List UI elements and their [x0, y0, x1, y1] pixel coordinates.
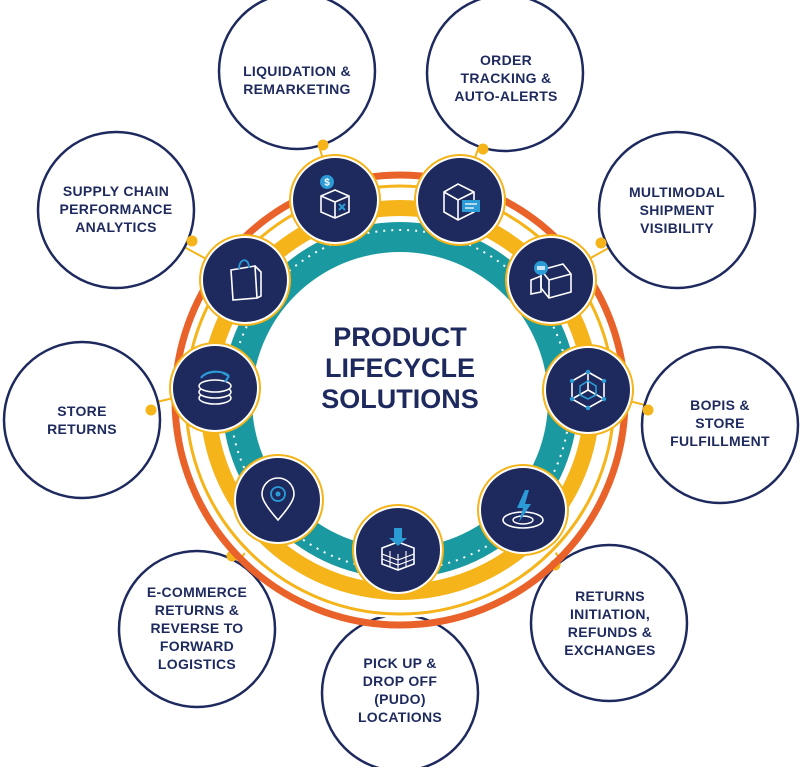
label-line: STORE — [57, 403, 107, 419]
label-line: MULTIMODAL — [628, 184, 726, 200]
outer-circle-store-returns — [2, 340, 162, 500]
solution-label-pudo: PICK UP & DROP OFF (PUDO) LOCATIONS — [358, 654, 442, 726]
label-line: (PUDO) — [374, 691, 426, 707]
label-line: LOGISTICS — [157, 656, 237, 672]
solution-label-bopis: BOPIS & STORE FULFILLMENT — [670, 396, 770, 450]
connector-dot-liquidation — [317, 139, 329, 151]
connector-dot-analytics — [186, 235, 198, 247]
label-line: STORE — [695, 415, 745, 431]
solution-label-store-returns: STORE RETURNS — [47, 402, 117, 438]
label-line: RETURNS — [47, 421, 117, 437]
icon-node-analytics — [199, 234, 291, 326]
center-title: PRODUCT LIFECYCLE SOLUTIONS — [290, 322, 510, 415]
outer-circle-analytics — [36, 130, 196, 290]
title-line-2: LIFECYCLE — [324, 353, 475, 383]
icon-node-order-tracking — [414, 154, 506, 246]
label-line: ANALYTICS — [75, 219, 157, 235]
outer-circle-multimodal — [597, 130, 757, 290]
label-line: REMARKETING — [243, 81, 351, 97]
solution-label-order-tracking: ORDER TRACKING & AUTO-ALERTS — [454, 51, 557, 105]
label-line: DROP OFF — [362, 673, 438, 689]
icon-node-ecommerce-returns — [232, 454, 324, 546]
label-line: VISIBILITY — [640, 220, 714, 236]
icon-node-store-returns — [169, 342, 261, 434]
box-dollar-icon: $ — [320, 175, 350, 219]
solution-label-liquidation: LIQUIDATION & REMARKETING — [243, 62, 351, 98]
outer-circle-order-tracking — [425, 0, 585, 153]
outer-circle-liquidation — [217, 0, 377, 151]
label-line: PERFORMANCE — [59, 201, 173, 217]
label-line: FORWARD — [159, 638, 235, 654]
outer-circle-returns-initiation — [529, 543, 689, 703]
truck-icon — [530, 261, 572, 299]
label-line: TRACKING & — [460, 70, 552, 86]
box-label-icon — [443, 183, 480, 221]
shopping-bag-icon — [230, 259, 262, 301]
label-line: EXCHANGES — [564, 642, 656, 658]
outer-circle-ecommerce-returns — [117, 549, 277, 709]
location-pin-icon — [261, 477, 295, 522]
connector-dot-bopis — [642, 404, 654, 416]
label-line: LIQUIDATION & — [243, 63, 351, 79]
icon-node-liquidation: $ — [289, 154, 381, 246]
network-cube-icon — [569, 369, 607, 411]
label-line: INITIATION, — [569, 606, 651, 622]
label-line: RETURNS — [575, 588, 645, 604]
label-line: SUPPLY CHAIN — [62, 183, 170, 199]
outer-circle-bopis — [640, 345, 800, 505]
icon-node-returns-initiation — [477, 464, 569, 556]
label-line: AUTO-ALERTS — [454, 88, 558, 104]
solution-label-multimodal: MULTIMODAL SHIPMENT VISIBILITY — [629, 183, 725, 237]
svg-text:$: $ — [324, 178, 330, 189]
label-line: LOCATIONS — [357, 709, 443, 725]
icon-node-multimodal — [505, 234, 597, 326]
title-line-1: PRODUCT — [333, 322, 467, 352]
solution-label-analytics: SUPPLY CHAIN PERFORMANCE ANALYTICS — [60, 182, 173, 236]
label-line: E-COMMERCE — [146, 584, 248, 600]
label-line: REFUNDS & — [567, 624, 653, 640]
label-line: FULFILLMENT — [670, 433, 770, 449]
label-line: REVERSE TO — [150, 620, 244, 636]
label-line: ORDER — [479, 52, 533, 68]
label-line: BOPIS & — [690, 397, 750, 413]
solution-label-returns-initiation: RETURNS INITIATION, REFUNDS & EXCHANGES — [564, 587, 655, 659]
inner-white-disc — [252, 252, 548, 548]
label-line: RETURNS & — [154, 602, 240, 618]
label-line: SHIPMENT — [639, 202, 715, 218]
connector-dot-multimodal — [595, 237, 607, 249]
solution-label-ecommerce-returns: E-COMMERCE RETURNS & REVERSE TO FORWARD LOGI… — [147, 583, 247, 673]
coins-return-icon — [198, 370, 232, 405]
connector-dot-order-tracking — [477, 143, 489, 155]
grid-arrow-icon — [381, 528, 415, 571]
gear-lightning-icon — [502, 490, 544, 529]
connector-dot-store-returns — [145, 404, 157, 416]
title-line-3: SOLUTIONS — [321, 384, 479, 414]
icon-node-bopis — [542, 344, 634, 436]
icon-node-pudo — [352, 504, 444, 596]
label-line: PICK UP & — [363, 655, 437, 671]
